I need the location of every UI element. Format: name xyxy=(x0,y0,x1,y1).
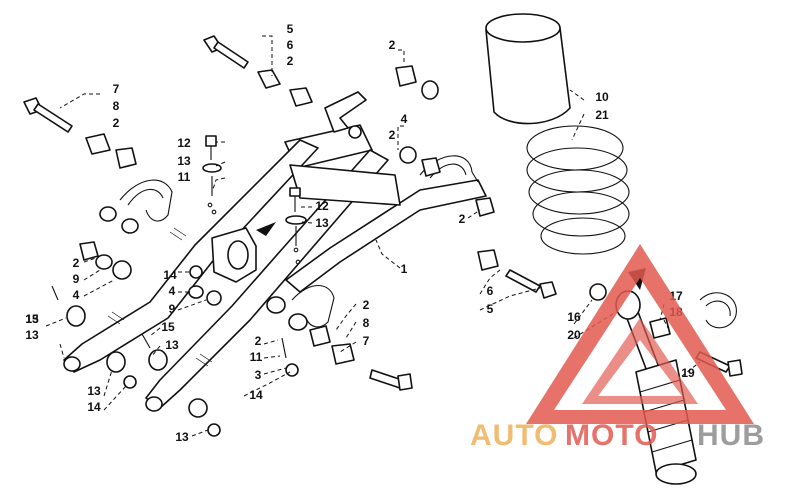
callout-label: 2 xyxy=(287,54,294,68)
callout-label: 13 xyxy=(177,154,191,168)
callout-label: 3 xyxy=(255,368,262,382)
callout-label: 5 xyxy=(487,302,494,316)
watermark-text-auto: AUTO xyxy=(470,419,558,452)
callout-label: 12 xyxy=(315,199,329,213)
callout-label: 16 xyxy=(567,310,581,324)
warning-triangle-inner xyxy=(582,318,698,404)
callout-label: 2 xyxy=(255,334,262,348)
callout-label: 4 xyxy=(73,288,80,302)
callout-label: 9 xyxy=(169,302,176,316)
callout-label: 14 xyxy=(87,400,101,414)
callout-label: 19 xyxy=(681,366,695,380)
callout-label: 2 xyxy=(389,128,396,142)
callout-label: 2 xyxy=(389,38,396,52)
callout-label: 9 xyxy=(73,272,80,286)
callout-label: 6 xyxy=(287,38,294,52)
callout-label: 2 xyxy=(73,256,80,270)
callout-label: 2 xyxy=(363,298,370,312)
callout-label: 12 xyxy=(177,136,191,150)
callout-labels: 1 2 2 2 2 2 2 2 2 3 4 4 4 5 5 6 6 7 7 8 … xyxy=(25,22,695,444)
callout-label: 7 xyxy=(113,82,120,96)
callout-label: 7 xyxy=(363,334,370,348)
callout-label: 5 xyxy=(287,22,294,36)
top-fasteners xyxy=(23,35,495,246)
callout-label: 10 xyxy=(595,90,609,104)
callout-label: 20 xyxy=(567,328,581,342)
callout-label: 13 xyxy=(165,338,179,352)
watermark-text-moto: MOTO xyxy=(565,419,658,452)
callout-label: 11 xyxy=(178,170,191,184)
rear-arm-assembly xyxy=(63,91,487,412)
watermark-text-hub: HUB xyxy=(697,419,765,452)
leader-lines xyxy=(45,35,701,437)
callout-label: 21 xyxy=(595,108,609,122)
right-fasteners xyxy=(309,249,557,391)
callout-label: 14 xyxy=(163,268,177,282)
warning-triangle-logo xyxy=(526,244,754,424)
callout-label: 11 xyxy=(250,350,263,364)
callout-label: 6 xyxy=(487,284,494,298)
callout-label: 4 xyxy=(401,112,408,126)
callout-label: 14 xyxy=(249,388,263,402)
callout-label: 8 xyxy=(113,99,120,113)
callout-label: 13 xyxy=(175,430,189,444)
callout-label: 2 xyxy=(459,212,466,226)
lower-left-fasteners xyxy=(51,241,299,437)
automotohub-watermark: AUTO MOTO HUB xyxy=(470,244,765,452)
callout-label: 13 xyxy=(25,312,39,326)
callout-label: 15 xyxy=(25,312,39,326)
arrow-indicator xyxy=(256,222,276,236)
callout-label: 2 xyxy=(113,116,120,130)
callout-label: 15 xyxy=(161,320,175,334)
callout-label: 1 xyxy=(401,262,408,276)
callout-label: 8 xyxy=(363,316,370,330)
callout-label: 13 xyxy=(315,216,329,230)
callout-label: 13 xyxy=(25,328,39,342)
callout-label: 4 xyxy=(169,284,176,298)
callout-label: 13 xyxy=(87,384,101,398)
